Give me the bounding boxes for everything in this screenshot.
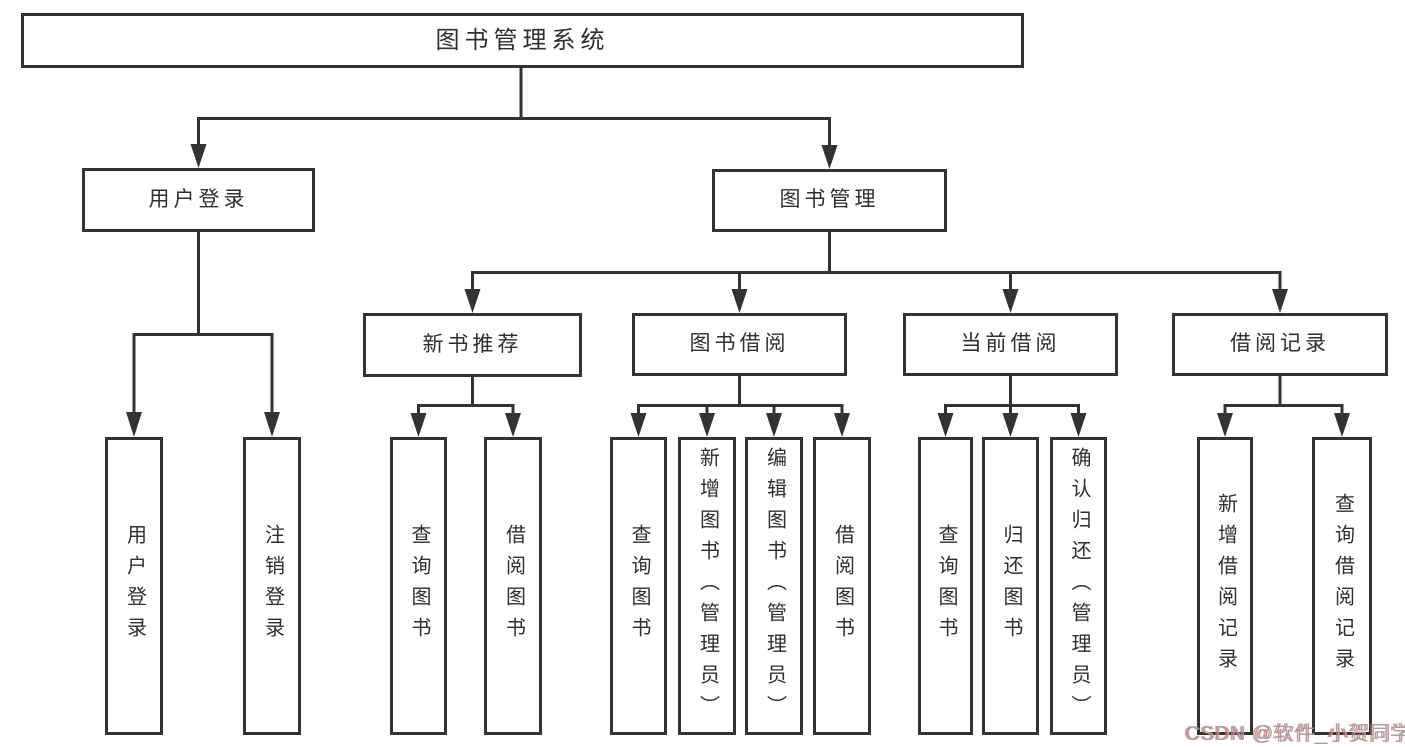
node-book-management: 图书管理 <box>712 169 947 232</box>
leaf-node-query-books-current: 查询图书 <box>918 437 973 735</box>
leaf-node-query-borrow-record: 查询借阅记录 <box>1312 437 1372 735</box>
leaf-node-query-books-recommend: 查询图书 <box>390 437 447 735</box>
leaf-node-logout: 注销登录 <box>243 437 301 735</box>
connector-current-borrowing-to-leaves <box>937 376 1087 437</box>
connector-user-login-to-leaves <box>126 232 280 437</box>
connector-new-book-recommend-to-leaves <box>410 377 521 437</box>
leaf-node-add-borrow-record: 新增借阅记录 <box>1197 437 1253 735</box>
leaf-node-add-books-admin: 新增图书（管理员） <box>678 437 736 735</box>
leaf-node-user-login: 用户登录 <box>105 437 163 735</box>
connector-book-management-to-level3 <box>464 232 1288 313</box>
node-library-management-system: 图书管理系统 <box>21 13 1024 68</box>
leaf-node-edit-books-admin: 编辑图书（管理员） <box>745 437 803 735</box>
node-borrowing-records: 借阅记录 <box>1172 313 1388 376</box>
leaf-node-query-books-borrowing: 查询图书 <box>610 437 667 735</box>
connector-borrowing-records-to-leaves <box>1217 376 1350 437</box>
leaf-node-borrow-books-borrowing: 借阅图书 <box>813 437 871 735</box>
node-user-login: 用户登录 <box>82 168 315 232</box>
connector-root-to-level2 <box>190 68 838 169</box>
leaf-node-borrow-books-recommend: 借阅图书 <box>484 437 542 735</box>
node-current-borrowing: 当前借阅 <box>903 313 1118 376</box>
leaf-node-return-books: 归还图书 <box>982 437 1039 735</box>
node-book-borrowing: 图书借阅 <box>632 313 847 376</box>
connector-book-borrowing-to-leaves <box>630 376 850 437</box>
leaf-node-confirm-return-admin: 确认归还（管理员） <box>1050 437 1107 735</box>
node-new-book-recommend: 新书推荐 <box>363 313 582 377</box>
watermark: CSDN @软件_小贺同学 <box>1186 723 1405 745</box>
